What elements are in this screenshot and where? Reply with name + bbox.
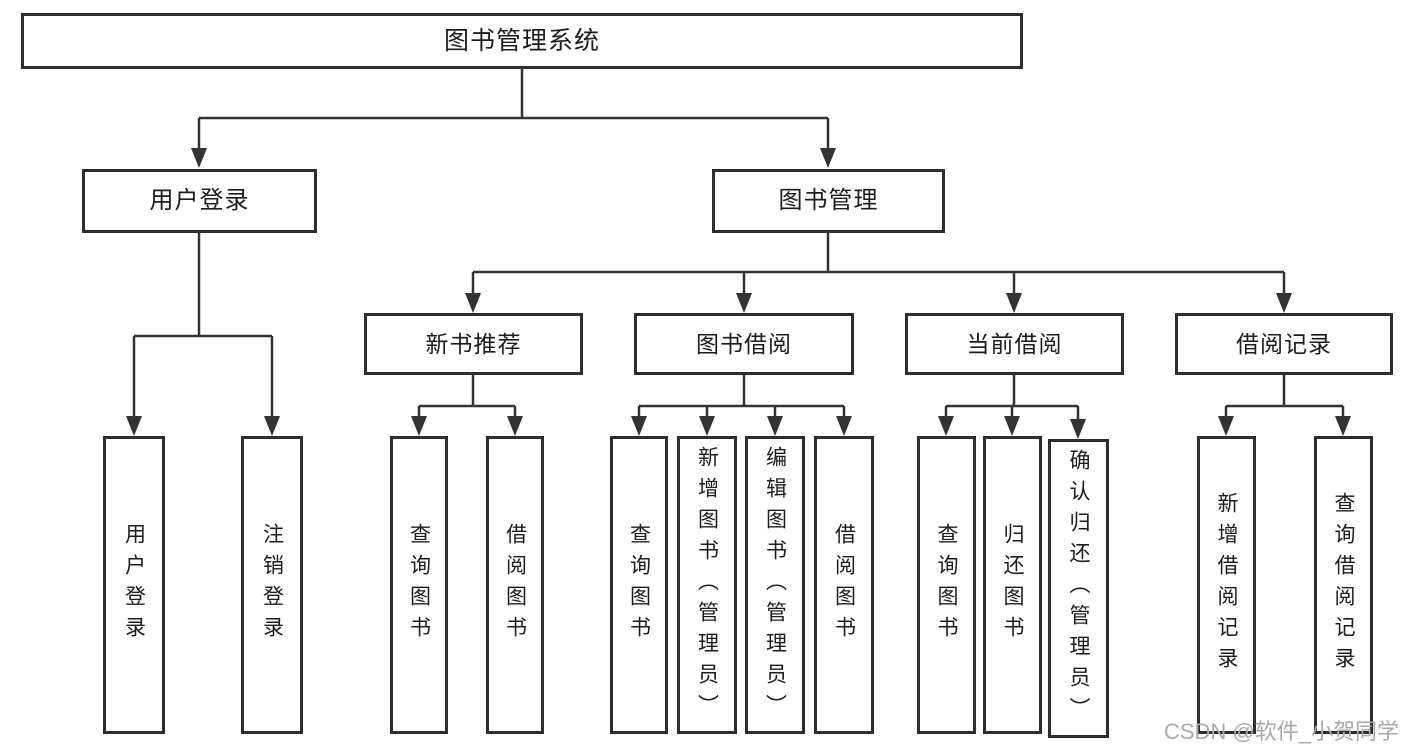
arrowheads bbox=[126, 148, 1351, 439]
leaf-logout: 注销登录 bbox=[241, 436, 303, 734]
leaf-query-books-borrow: 查询图书 bbox=[610, 436, 668, 734]
leaf-return-book: 归还图书 bbox=[983, 436, 1042, 734]
node-new-book-recommend: 新书推荐 bbox=[364, 313, 583, 375]
leaf-edit-book-admin: 编辑图书（管理员） bbox=[745, 436, 805, 734]
leaf-confirm-return-admin: 确认归还（管理员） bbox=[1048, 439, 1109, 738]
watermark: CSDN @软件_小贺同学 bbox=[1163, 719, 1399, 744]
leaf-query-books-recommend: 查询图书 bbox=[390, 436, 448, 734]
leaf-borrow-books-recommend: 借阅图书 bbox=[486, 436, 544, 734]
tree-edges bbox=[132, 69, 1345, 421]
leaf-borrow-books: 借阅图书 bbox=[814, 436, 874, 734]
node-borrow-records: 借阅记录 bbox=[1175, 313, 1393, 375]
leaf-add-borrow-record: 新增借阅记录 bbox=[1197, 436, 1256, 734]
leaf-add-book-admin: 新增图书（管理员） bbox=[677, 436, 737, 734]
leaf-query-books-current: 查询图书 bbox=[917, 436, 976, 734]
leaf-query-borrow-record: 查询借阅记录 bbox=[1314, 436, 1373, 734]
node-book-management: 图书管理 bbox=[712, 169, 945, 233]
node-current-borrow: 当前借阅 bbox=[905, 313, 1124, 375]
leaf-user-login: 用户登录 bbox=[103, 436, 165, 734]
node-root: 图书管理系统 bbox=[21, 13, 1023, 69]
node-book-borrow: 图书借阅 bbox=[634, 313, 854, 375]
node-user-login: 用户登录 bbox=[82, 169, 317, 233]
